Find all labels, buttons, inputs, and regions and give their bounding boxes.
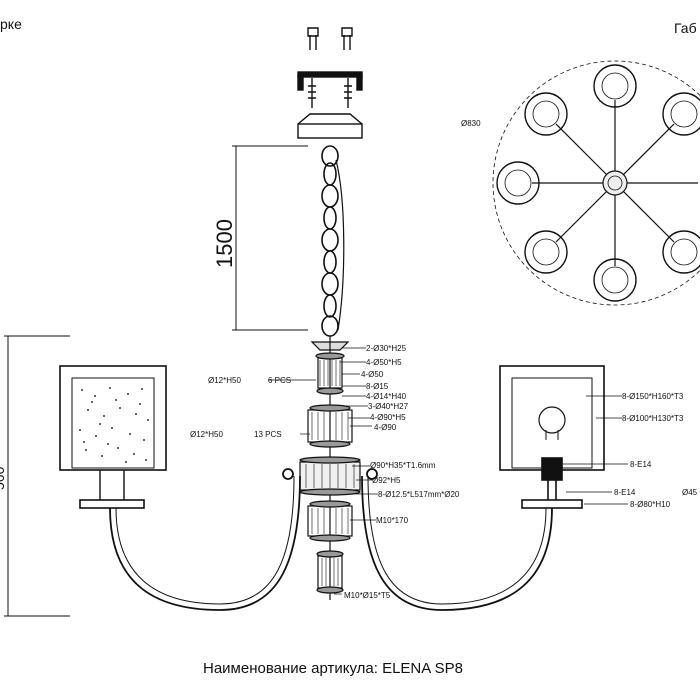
callout-6: 3-Ø40*H27 xyxy=(368,402,409,411)
left-callout-1: Ø12*H50 xyxy=(208,376,241,385)
dimension-chain-length xyxy=(232,145,308,331)
left-shade-texture xyxy=(79,387,149,463)
chain xyxy=(321,145,345,337)
footer-caption: Наименование артикула: ELENA SP8 xyxy=(203,660,463,677)
callout-8: 4-Ø90 xyxy=(374,423,397,432)
leader-lines xyxy=(268,347,628,595)
callout-10: Ø92*H5 xyxy=(372,476,401,485)
dimension-chain-length-label: 1500 xyxy=(212,219,237,268)
callout-5: 4-Ø14*H40 xyxy=(366,392,407,401)
callout-16: 8-E14 xyxy=(630,460,652,469)
header-left-fragment: рке xyxy=(0,16,22,32)
callouts: 2-Ø30*H25 4-Ø50*H5 4-Ø50 8-Ø15 4-Ø14*H40… xyxy=(190,344,698,600)
central-column xyxy=(299,336,361,600)
left-callout-3: Ø12*H50 xyxy=(190,430,223,439)
callout-12: M10*170 xyxy=(376,516,409,525)
left-callout-4: 13 PCS xyxy=(254,430,282,439)
callout-14: 8-Ø150*H160*T3 xyxy=(622,392,684,401)
callout-1: 2-Ø30*H25 xyxy=(366,344,407,353)
callout-17: 8-E14 xyxy=(614,488,636,497)
callout-4: 8-Ø15 xyxy=(366,382,389,391)
callout-7: 4-Ø90*H5 xyxy=(370,413,406,422)
plan-diameter-label: Ø830 xyxy=(461,119,481,128)
mounting-bracket xyxy=(297,27,363,139)
left-shade xyxy=(59,365,167,509)
callout-18: 8-Ø80*H10 xyxy=(630,500,671,509)
dimension-left-height xyxy=(4,335,70,617)
callout-11: 8-Ø12.5*L517mm*Ø20 xyxy=(378,490,460,499)
left-callout-2: 6 PCS xyxy=(268,376,291,385)
arms xyxy=(109,468,553,611)
plan-view xyxy=(492,60,700,306)
callout-15: 8-Ø100*H130*T3 xyxy=(622,414,684,423)
callout-19: Ø45 xyxy=(682,488,698,497)
callout-9: Ø90*H35*T1.6mm xyxy=(370,461,436,470)
right-shade xyxy=(499,365,605,509)
callout-2: 4-Ø50*H5 xyxy=(366,358,402,367)
header-right-fragment: Габ xyxy=(674,20,697,36)
callout-3: 4-Ø50 xyxy=(361,370,384,379)
callout-13: M10*Ø15*T5 xyxy=(344,591,391,600)
dimension-left-height-label: 560 xyxy=(0,466,7,490)
